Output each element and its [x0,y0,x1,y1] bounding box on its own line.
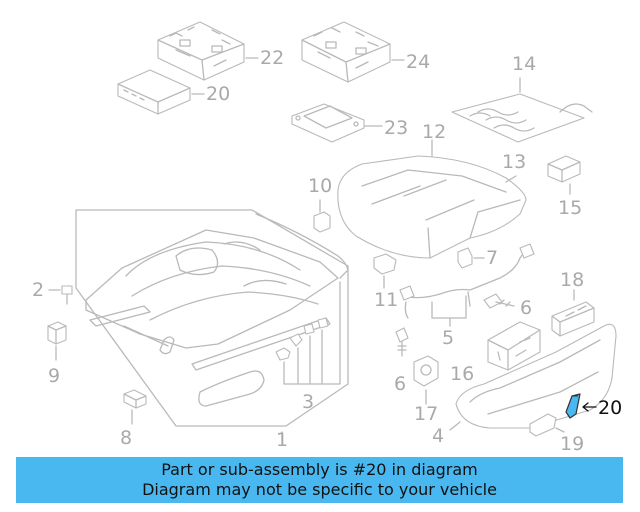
part-23-bracket[interactable] [291,103,383,143]
part-21-module[interactable] [117,69,205,115]
part-5-cable[interactable] [399,243,535,327]
part-7-clip[interactable] [457,247,485,269]
part-19-button[interactable] [529,413,565,437]
part-label-10: 10 [308,175,332,197]
part-label-9: 9 [48,365,60,387]
part-label-20-highlighted: 20 [598,397,622,419]
part-label-21: 20 [206,83,230,105]
part-label-5: 5 [442,327,454,349]
part-label-7: 7 [486,247,498,269]
part-22-module[interactable] [157,21,259,81]
banner-line-part: Part or sub-assembly is #20 in diagram [161,460,478,479]
part-11-clip[interactable] [373,253,397,289]
part-label-23: 23 [384,117,408,139]
part-label-3: 3 [302,391,314,413]
part-8-cap[interactable] [123,389,147,425]
part-17-switch[interactable] [413,355,439,405]
part-10-clip[interactable] [313,199,331,233]
part-label-17: 17 [414,403,438,425]
part-label-13: 13 [502,151,526,173]
part-label-18: 18 [560,269,584,291]
part-label-16: 16 [450,363,474,385]
part-label-2: 2 [32,279,44,301]
part-label-15: 15 [558,197,582,219]
part-label-19: 19 [560,433,584,455]
part-3-fasteners[interactable] [275,281,341,385]
part-14-heater-mat[interactable] [451,77,593,143]
part-label-24: 24 [406,51,430,73]
part-9-clip[interactable] [47,321,67,361]
part-20-knob-highlighted[interactable] [565,393,597,419]
part-15-connector[interactable] [547,155,581,195]
part-label-11: 11 [374,289,398,311]
part-24-module[interactable] [301,21,405,83]
part-1-seat-frame[interactable] [75,209,349,443]
part-label-4: 4 [432,425,444,447]
part-12-13-seat-cushion[interactable] [337,139,527,259]
part-label-12: 12 [422,121,446,143]
part-16-motor[interactable] [487,321,541,371]
banner-line-disclaimer: Diagram may not be specific to your vehi… [142,480,497,499]
part-label-22: 22 [260,47,284,69]
part-6-screw-upper[interactable] [483,293,515,309]
part-label-8: 8 [120,427,132,449]
info-banner: Part or sub-assembly is #20 in diagram D… [16,457,623,503]
part-18-switch[interactable] [551,289,595,337]
part-label-1: 1 [276,429,288,451]
part-2-bolt[interactable] [48,285,73,305]
part-label-14: 14 [512,53,536,75]
part-label-6-upper: 6 [520,297,532,319]
part-6-bolt-lower[interactable] [395,327,409,357]
part-label-6-lower: 6 [394,373,406,395]
